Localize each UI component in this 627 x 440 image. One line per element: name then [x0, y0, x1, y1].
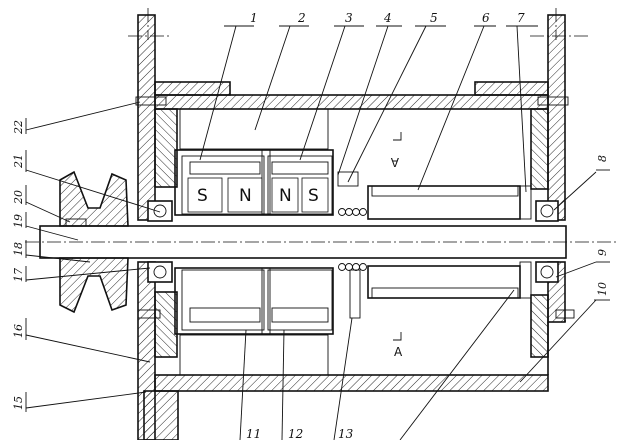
- coil-upper-right: [271, 161, 329, 175]
- label-12: 12: [288, 427, 303, 440]
- leaders-right: [519, 169, 610, 383]
- center-divider-upper: [261, 149, 271, 215]
- right-inner-wall-lower: [530, 294, 549, 358]
- label-2: 2: [297, 11, 306, 25]
- bottom-shell: [154, 374, 549, 392]
- magnet-face-n2: [271, 177, 299, 213]
- magnet-left-lower: [181, 269, 265, 331]
- label-6: 6: [482, 11, 490, 25]
- label-10: 10: [596, 282, 609, 296]
- leaders-bottom: [239, 289, 515, 440]
- svg-text:A: A: [394, 345, 403, 359]
- pole-s-right: S: [308, 186, 319, 206]
- right-end-plate-upper: [547, 14, 566, 221]
- pole-n-left: N: [239, 186, 252, 206]
- left-inner-wall: [154, 108, 178, 188]
- left-inner-wall-lower: [154, 291, 178, 358]
- magnet-face-n1: [227, 177, 263, 213]
- bottom-left-foot: [143, 390, 179, 440]
- bolt-bottom-right: [555, 309, 575, 319]
- spring-lower: [338, 263, 367, 271]
- housing: [137, 14, 566, 440]
- brush-holder-lower: [349, 269, 361, 319]
- label-4: 4: [383, 11, 392, 25]
- brush-holder-upper: [337, 171, 359, 187]
- bolt-bottom-left: [137, 309, 161, 319]
- label-9: 9: [596, 249, 609, 256]
- bearing-left-upper: [147, 200, 173, 222]
- bearings: [147, 200, 559, 283]
- section-marker-top: A: [390, 132, 402, 169]
- pole-n-right: N: [279, 186, 292, 206]
- coil-lower-right: [271, 307, 329, 323]
- section-marker-bottom: A: [393, 332, 403, 359]
- rotor-core-lower: [174, 267, 334, 335]
- left-end-plate-upper: [137, 14, 156, 221]
- stator-upper: [179, 108, 329, 150]
- pulley-key: [65, 218, 87, 227]
- magnet-face-s2: [301, 177, 329, 213]
- bearing-right-lower: [535, 261, 559, 283]
- label-1: 1: [250, 11, 258, 25]
- spring-upper: [338, 208, 367, 216]
- bearing-right-upper: [535, 200, 559, 222]
- commutator-upper: [367, 185, 521, 220]
- rotor-assembly: S N N S: [174, 149, 334, 335]
- label-20: 20: [12, 190, 25, 205]
- leaders-left: [25, 101, 161, 412]
- label-22: 22: [12, 120, 25, 135]
- commutator-lower-band: [371, 287, 519, 299]
- svg-text:A: A: [390, 155, 399, 169]
- right-inner-wall: [530, 108, 549, 190]
- bearing-left-lower: [147, 261, 173, 283]
- top-right-lug: [474, 81, 549, 96]
- coil-lower-left: [189, 307, 261, 323]
- label-5: 5: [430, 11, 438, 25]
- magnet-left-upper: [181, 155, 265, 215]
- bolt-top-right: [537, 96, 569, 106]
- commutator-upper-band: [371, 185, 519, 197]
- label-3: 3: [345, 11, 353, 25]
- commutator-end-lower: [519, 261, 532, 299]
- top-shell: [154, 94, 549, 110]
- commutator-assembly: [337, 171, 532, 319]
- magnet-right-upper: [267, 155, 333, 215]
- label-8: 8: [596, 155, 609, 162]
- bolt-top-left: [135, 96, 167, 106]
- rotor-core-upper: [174, 149, 334, 216]
- center-divider: [261, 267, 271, 335]
- label-13: 13: [338, 427, 354, 440]
- label-15: 15: [12, 396, 25, 410]
- label-18: 18: [12, 242, 25, 256]
- label-16: 16: [12, 324, 25, 338]
- pole-s-left: S: [197, 186, 208, 206]
- magnet-right-lower: [267, 269, 333, 331]
- leaders-top: [199, 25, 538, 193]
- magnet-face-s1: [187, 177, 223, 213]
- stator-lower: [179, 334, 329, 376]
- label-17: 17: [12, 268, 25, 282]
- label-19: 19: [12, 214, 25, 228]
- label-21: 21: [12, 154, 25, 169]
- commutator-lower: [367, 265, 521, 299]
- label-11: 11: [246, 427, 261, 440]
- coil-upper-left: [189, 161, 261, 175]
- label-7: 7: [517, 11, 525, 25]
